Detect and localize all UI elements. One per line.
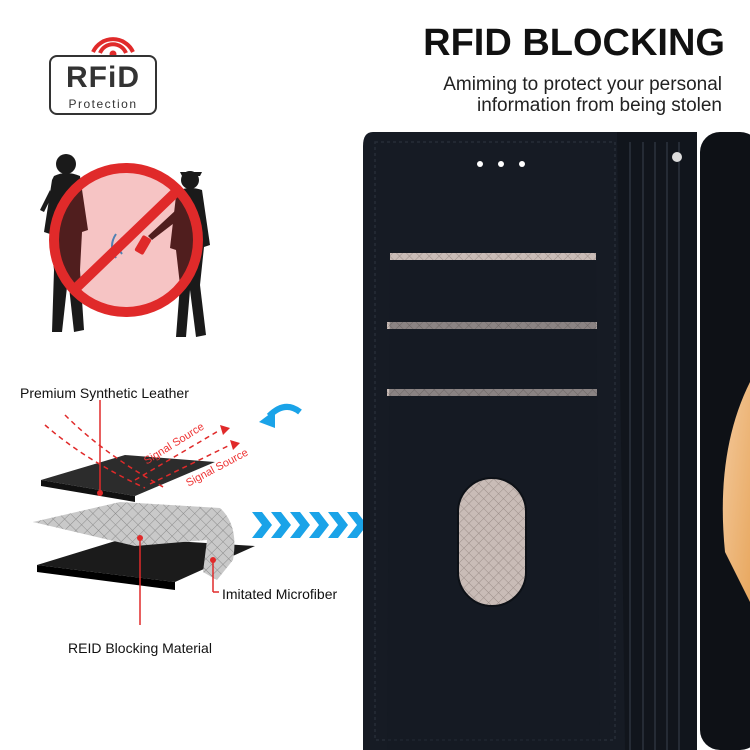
subtitle-line-2: information from being stolen [476,95,722,116]
layer-diagram [33,400,255,625]
curved-arrow-icon [259,403,302,428]
subtitle-line-1: Amiming to protect your personal [443,74,722,95]
blocking-material-label: REID Blocking Material [68,640,212,656]
page-subtitle: Amiming to protect your personal informa… [400,74,722,116]
badge-title: RFiD [66,61,140,94]
premium-leather-label: Premium Synthetic Leather [20,385,189,401]
microfiber-label: Imitated Microfiber [222,586,338,602]
rfid-wave-icon [91,37,135,58]
no-theft-icon [40,154,210,337]
wallet-case [363,132,750,750]
page-title: RFID BLOCKING [423,22,725,64]
badge-subtitle: Protection [68,97,138,111]
rfid-protection-badge: RFiD Protection [49,55,157,115]
